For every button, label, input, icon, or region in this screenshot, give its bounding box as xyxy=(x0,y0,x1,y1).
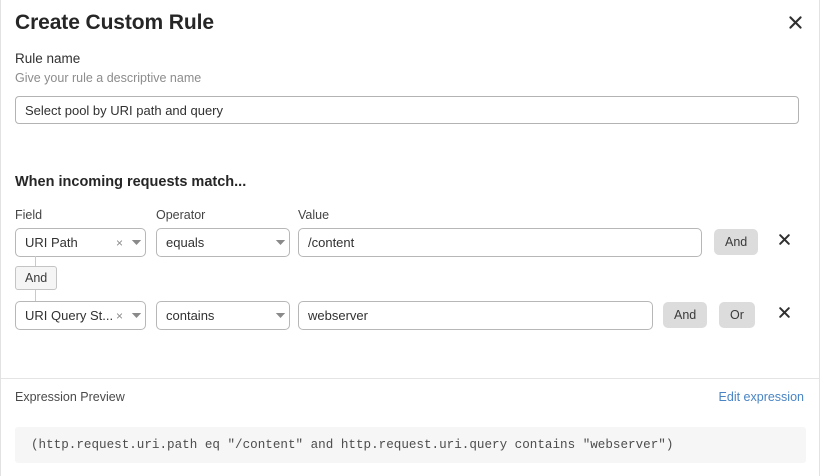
delete-row-2-button[interactable] xyxy=(773,303,795,325)
condition-column-headers: Field Operator Value xyxy=(1,206,819,224)
expression-preview-code: (http.request.uri.path eq "/content" and… xyxy=(15,427,806,463)
section-divider xyxy=(1,378,819,379)
chevron-down-icon[interactable] xyxy=(271,239,289,246)
column-header-value: Value xyxy=(298,208,330,222)
condition-row: URI Path × equals And xyxy=(1,228,819,257)
column-header-operator: Operator xyxy=(156,208,206,222)
value-input-row-1[interactable] xyxy=(298,228,702,257)
chevron-down-icon[interactable] xyxy=(127,239,145,246)
connector-and-button[interactable]: And xyxy=(15,266,58,290)
clear-x-icon[interactable]: × xyxy=(115,235,123,250)
rule-name-label: Rule name xyxy=(15,51,81,66)
operator-select-row-2[interactable]: contains xyxy=(156,301,290,330)
rule-name-help-text: Give your rule a descriptive name xyxy=(15,71,202,85)
close-dialog-button[interactable] xyxy=(784,11,806,33)
chevron-down-icon[interactable] xyxy=(271,312,289,319)
condition-row: URI Query St... × contains And Or xyxy=(1,301,819,330)
field-select-row-2-value: URI Query St... xyxy=(25,308,112,323)
field-select-row-1-value: URI Path xyxy=(25,235,78,250)
value-input-row-2[interactable] xyxy=(298,301,653,330)
clear-x-icon[interactable]: × xyxy=(115,308,123,323)
row-connector: And xyxy=(15,256,135,302)
operator-select-row-1-value: equals xyxy=(166,235,205,250)
rule-name-section: Rule name Give your rule a descriptive n… xyxy=(15,50,799,124)
and-button-row-1[interactable]: And xyxy=(714,229,759,255)
dialog-header: Create Custom Rule xyxy=(15,8,805,42)
column-header-field: Field xyxy=(15,208,43,222)
field-select-row-2[interactable]: URI Query St... × xyxy=(15,301,146,330)
delete-row-1-button[interactable] xyxy=(773,230,795,252)
operator-select-row-1[interactable]: equals xyxy=(156,228,290,257)
close-icon xyxy=(788,15,803,30)
chevron-down-icon[interactable] xyxy=(127,312,145,319)
connector-line-bottom xyxy=(35,290,36,302)
and-button-row-2[interactable]: And xyxy=(663,302,708,328)
page-title: Create Custom Rule xyxy=(15,11,214,34)
connector-line-top xyxy=(35,256,36,267)
expression-preview-label: Expression Preview xyxy=(15,390,125,404)
edit-expression-link[interactable]: Edit expression xyxy=(718,390,804,404)
field-select-row-1[interactable]: URI Path × xyxy=(15,228,146,257)
close-icon xyxy=(778,306,791,322)
or-button-row-2[interactable]: Or xyxy=(719,302,755,328)
operator-select-row-2-value: contains xyxy=(166,308,215,323)
rule-name-input[interactable] xyxy=(15,96,799,124)
close-icon xyxy=(778,233,791,249)
match-section-heading: When incoming requests match... xyxy=(15,174,247,190)
